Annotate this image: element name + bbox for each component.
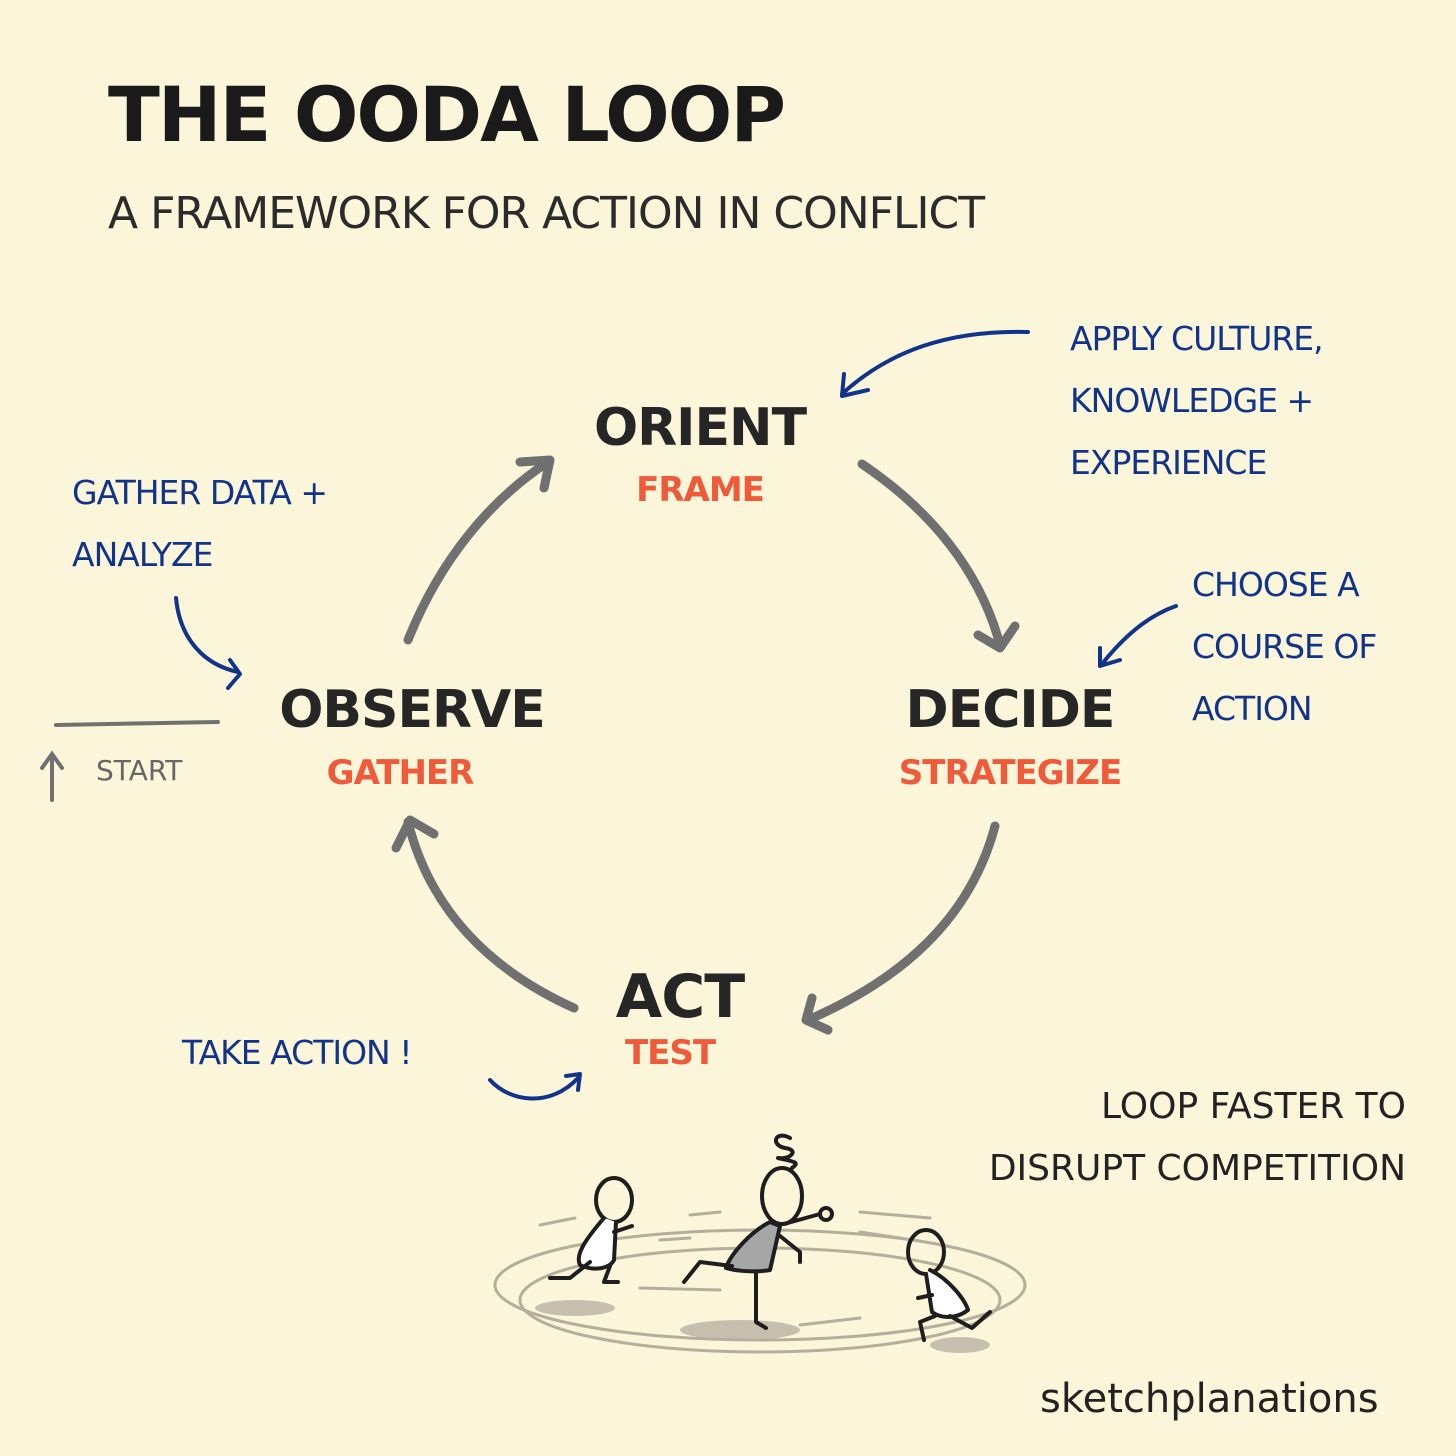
figure-right: [906, 1228, 992, 1342]
start-label: START: [96, 754, 183, 787]
annotation-line: COURSE OF: [1192, 627, 1377, 666]
stage-decide-subtitle: STRATEGIZE: [898, 753, 1122, 793]
tagline: LOOP FASTER TO DISRUPT COMPETITION: [936, 1076, 1406, 1200]
tagline-line: DISRUPT COMPETITION: [988, 1148, 1406, 1189]
brand-signature: sketchplanations: [1040, 1376, 1379, 1422]
tagline-line: LOOP FASTER TO: [1101, 1086, 1406, 1127]
stage-act: ACT: [615, 962, 745, 1032]
curved-arrow-icon-act-to-observe: [391, 815, 579, 1013]
annotation-decide: CHOOSE A COURSE OF ACTION: [1192, 554, 1377, 740]
stage-orient-subtitle: FRAME: [636, 470, 765, 510]
annotation-line: GATHER DATA +: [72, 473, 328, 512]
annotation-line: APPLY CULTURE,: [1070, 319, 1324, 358]
curved-arrow-icon-observe-to-orient: [403, 455, 555, 645]
annotation-orient: APPLY CULTURE, KNOWLEDGE + EXPERIENCE: [1070, 308, 1324, 494]
hand-drawn-arrow-icon-orient: [840, 329, 1030, 398]
annotation-observe: GATHER DATA + ANALYZE: [72, 462, 328, 586]
stage-observe: OBSERVE: [279, 680, 546, 740]
hand-drawn-arrow-icon-observe: [174, 596, 242, 690]
annotation-line: KNOWLEDGE +: [1070, 381, 1314, 420]
curved-arrow-icon-decide-to-act: [801, 821, 1000, 1035]
stage-act-subtitle: TEST: [624, 1033, 716, 1073]
annotation-act: TAKE ACTION !: [182, 1022, 412, 1084]
page-subtitle: A FRAMEWORK FOR ACTION IN CONFLICT: [108, 188, 985, 239]
annotation-line: ACTION: [1192, 689, 1313, 728]
start-marker: [40, 720, 220, 802]
stage-orient: ORIENT: [593, 398, 807, 458]
hand-drawn-arrow-icon-decide: [1098, 604, 1178, 668]
annotation-line: TAKE ACTION !: [182, 1033, 412, 1072]
page-title: THE OODA LOOP: [108, 70, 786, 159]
annotation-line: CHOOSE A: [1192, 565, 1360, 604]
annotation-line: EXPERIENCE: [1070, 443, 1267, 482]
stage-decide: DECIDE: [905, 680, 1116, 740]
figure-center: [682, 1133, 834, 1330]
stage-observe-subtitle: GATHER: [326, 753, 475, 793]
up-arrow-icon: [40, 750, 64, 802]
figure-left: [548, 1176, 634, 1284]
hand-drawn-arrow-icon-act: [488, 1072, 582, 1101]
annotation-line: ANALYZE: [72, 535, 213, 574]
curved-arrow-icon-orient-to-decide: [857, 459, 1020, 653]
